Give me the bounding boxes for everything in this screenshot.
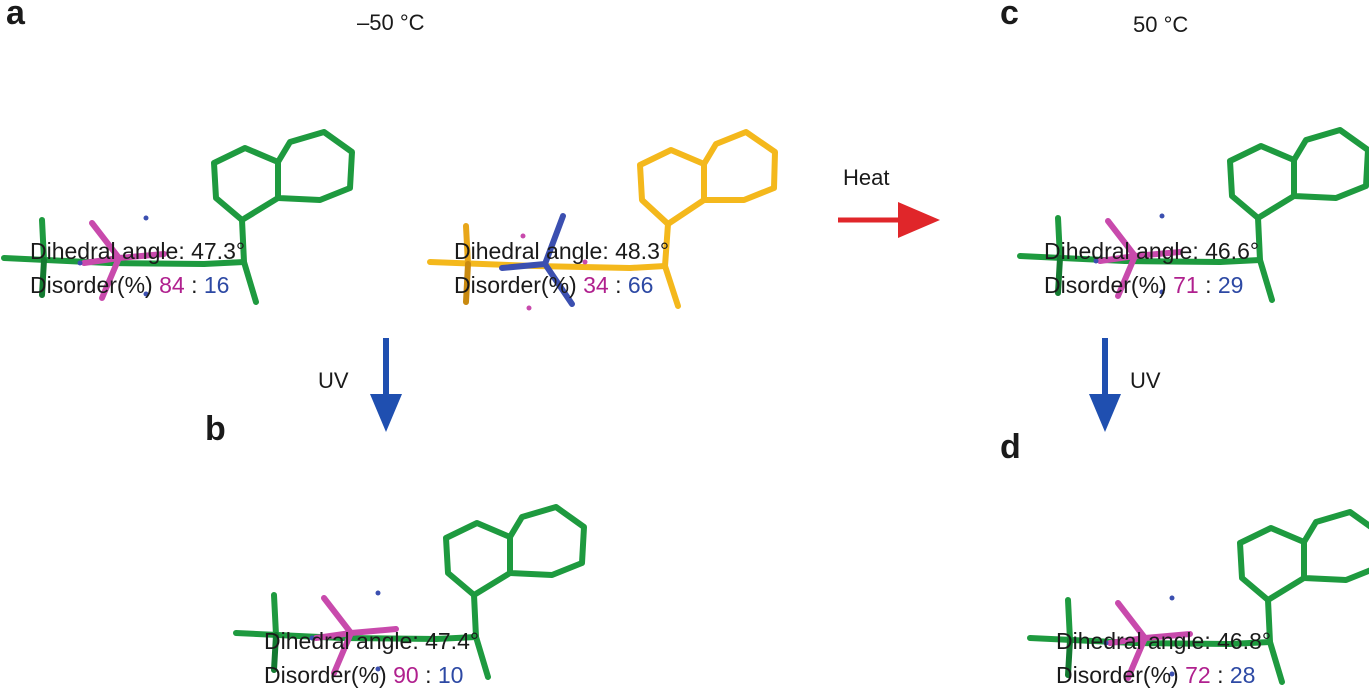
disorder-line: Disorder(%) 71 : 29 — [1044, 268, 1259, 302]
disorder-separator: : — [615, 272, 622, 298]
uv-arrow-right — [1089, 338, 1121, 432]
disorder-line: Disorder(%) 84 : 16 — [30, 268, 245, 302]
disorder-major: 84 — [159, 272, 185, 298]
panel-label-c: c — [1000, 0, 1019, 32]
uv-label-right: UV — [1130, 368, 1161, 393]
disorder-label: Disorder(%) — [264, 662, 387, 688]
disorder-minor: 29 — [1217, 272, 1244, 298]
disorder-label: Disorder(%) — [454, 272, 577, 298]
disorder-separator: : — [1217, 662, 1224, 688]
temperature-c: 50 °C — [1133, 12, 1189, 37]
heat-label: Heat — [843, 165, 890, 190]
disorder-label: Disorder(%) — [1056, 662, 1179, 688]
dihedral-angle: Dihedral angle: 46.6° — [1044, 238, 1260, 264]
disorder-label: Disorder(%) — [1044, 272, 1167, 298]
heat-arrow — [838, 202, 940, 238]
disorder-line: Disorder(%) 90 : 10 — [264, 658, 479, 692]
disorder-minor: 66 — [627, 272, 654, 298]
disorder-line: Disorder(%) 34 : 66 — [454, 268, 669, 302]
uv-arrow-left — [370, 338, 402, 432]
structure-c-info: Dihedral angle: 46.6° Disorder(%) 71 : 2… — [1044, 234, 1259, 302]
panel-label-d: d — [1000, 428, 1021, 466]
disorder-minor: 28 — [1229, 662, 1256, 688]
disorder-major: 71 — [1173, 272, 1199, 298]
disorder-separator: : — [191, 272, 198, 298]
dihedral-angle: Dihedral angle: 47.3° — [30, 238, 246, 264]
panel-label-b: b — [205, 410, 226, 448]
disorder-major: 34 — [583, 272, 609, 298]
disorder-separator: : — [1205, 272, 1212, 298]
panel-label-a: a — [6, 0, 25, 32]
dihedral-angle: Dihedral angle: 48.3° — [454, 238, 670, 264]
uv-label-left: UV — [318, 368, 349, 393]
disorder-label: Disorder(%) — [30, 272, 153, 298]
disorder-minor: 10 — [437, 662, 464, 688]
disorder-separator: : — [425, 662, 432, 688]
temperature-a: –50 °C — [357, 10, 425, 35]
disorder-major: 72 — [1185, 662, 1211, 688]
structure-b-info: Dihedral angle: 47.4° Disorder(%) 90 : 1… — [264, 624, 479, 692]
structure-a2-info: Dihedral angle: 48.3° Disorder(%) 34 : 6… — [454, 234, 669, 302]
structure-a1-info: Dihedral angle: 47.3° Disorder(%) 84 : 1… — [30, 234, 245, 302]
structure-d-info: Dihedral angle: 46.8° Disorder(%) 72 : 2… — [1056, 624, 1271, 692]
disorder-major: 90 — [393, 662, 419, 688]
disorder-minor: 16 — [203, 272, 230, 298]
dihedral-angle: Dihedral angle: 46.8° — [1056, 628, 1272, 654]
disorder-line: Disorder(%) 72 : 28 — [1056, 658, 1271, 692]
dihedral-angle: Dihedral angle: 47.4° — [264, 628, 480, 654]
